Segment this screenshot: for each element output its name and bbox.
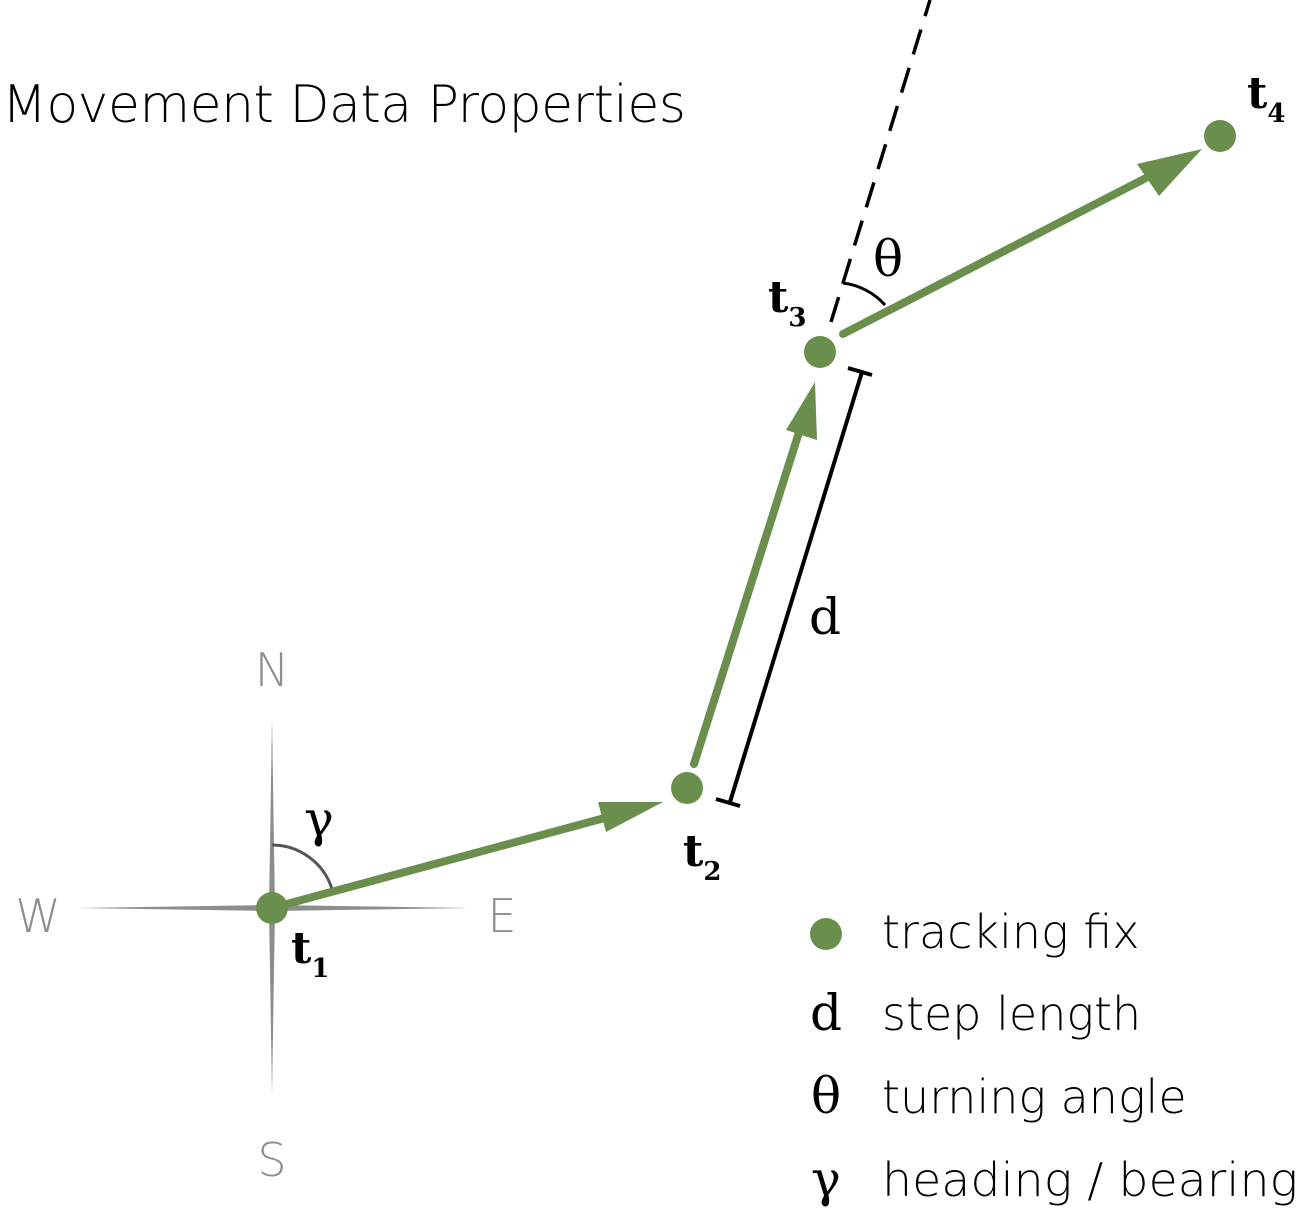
track-arrowhead-icon [598,802,663,832]
turning-angle-symbol: θ [873,230,903,288]
legend-symbol-step-length: d [810,984,842,1042]
fix-label-t3: t3 [768,272,806,333]
previous-direction-dashed-line [829,0,932,323]
legend-label-tracking-fix: tracking fix [882,905,1139,959]
compass-east-label: E [487,889,516,943]
compass-south-arm [269,908,275,1096]
tracking-fix-dot-icon [810,918,842,950]
step-length-bracket [715,366,873,808]
legend-symbol-turning-angle: θ [811,1067,841,1125]
step-length-symbol: d [809,588,841,646]
compass-north-label: N [255,643,289,697]
compass-rose: N S E W [15,643,516,1187]
track-segment-3-4 [839,149,1202,338]
fix-label-t1: t1 [291,923,329,984]
legend-label-step-length: step length [882,987,1141,1041]
legend-symbol-heading: γ [811,1150,841,1208]
track-segment-1-2 [268,802,663,912]
track-arrowhead-icon [1137,149,1202,196]
heading-angle-symbol: γ [304,790,334,848]
compass-west-label: W [15,889,60,943]
compass-east-arm [272,905,470,911]
turning-angle-arc [842,281,887,307]
compass-west-arm [78,905,272,911]
compass-south-label: S [257,1133,286,1187]
track-arrowhead-icon [786,382,817,440]
tracking-fix-t4 [1204,120,1236,152]
track-segment-2-3 [690,382,817,768]
fix-label-t2: t2 [683,826,721,887]
legend-label-heading: heading / bearing [882,1153,1298,1207]
diagram-title: Movement Data Properties [2,75,685,135]
compass-north-arm [269,718,275,908]
legend-label-turning-angle: turning angle [882,1070,1187,1124]
tracking-fix-t2 [671,772,703,804]
heading-angle-arc [271,843,334,890]
tracking-fix-t1 [256,892,288,924]
tracking-fix-t3 [804,336,836,368]
legend: tracking fix d step length θ turning ang… [810,905,1298,1208]
fix-label-t4: t4 [1247,68,1285,129]
